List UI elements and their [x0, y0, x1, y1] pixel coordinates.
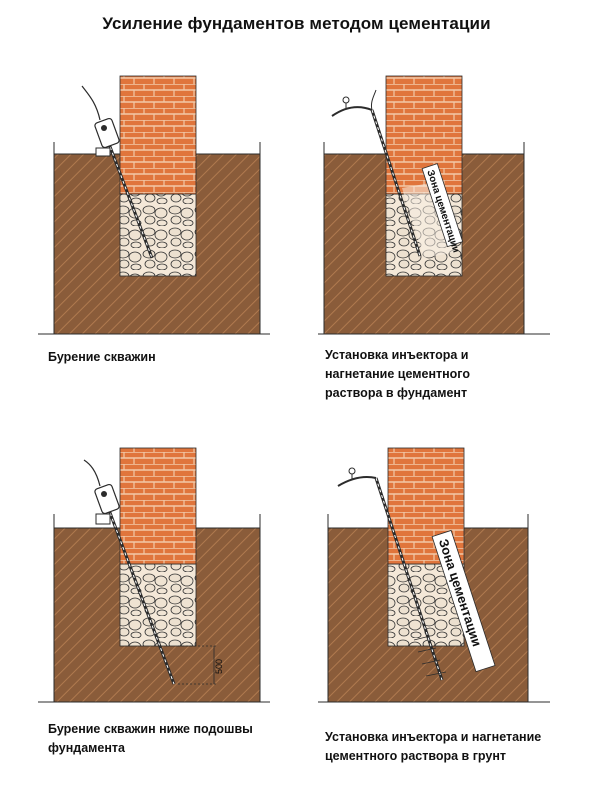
caption-line: Установка инъектора и: [325, 348, 469, 362]
page-title: Усиление фундаментов методом цементации: [102, 14, 491, 33]
caption-line: раствора в фундамент: [325, 384, 470, 403]
caption-drilling-deep: Бурение скважин ниже подошвы фундамента: [48, 720, 253, 758]
diagram-injection-foundation: Зона цементации: [318, 75, 550, 335]
diagram-injection-soil: Зона цементации: [318, 447, 550, 703]
caption-line: нагнетание цементного: [325, 367, 470, 381]
dimension-label: 500: [214, 659, 224, 674]
caption-bold-tail: в фундамент: [385, 386, 468, 400]
injector-icon: [337, 467, 377, 487]
panel-injection-foundation: Зона цементации: [318, 72, 550, 344]
panel-drilling: [38, 72, 270, 344]
caption-injection-foundation: Установка инъектора и нагнетание цементн…: [325, 346, 470, 403]
caption-line-text: раствора: [325, 386, 386, 400]
caption-line: Бурение скважин: [48, 350, 156, 364]
panel-injection-soil: Зона цементации: [318, 440, 550, 712]
caption-drilling: Бурение скважин: [48, 348, 156, 367]
panel-drilling-deep: 500: [38, 440, 270, 712]
caption-injection-soil: Установка инъектора и нагнетание цементн…: [325, 728, 541, 766]
drill-icon: [81, 85, 120, 157]
caption-line: Бурение скважин ниже подошвы: [48, 722, 253, 736]
drill-icon: [83, 459, 120, 525]
diagram-drilling-deep: 500: [38, 447, 270, 703]
caption-line: цементного раствора в грунт: [325, 749, 507, 763]
diagram-drilling: [38, 75, 270, 335]
injector-icon: [331, 89, 377, 117]
caption-line: Установка инъектора и нагнетание: [325, 730, 542, 744]
caption-line: фундамента: [48, 741, 125, 755]
